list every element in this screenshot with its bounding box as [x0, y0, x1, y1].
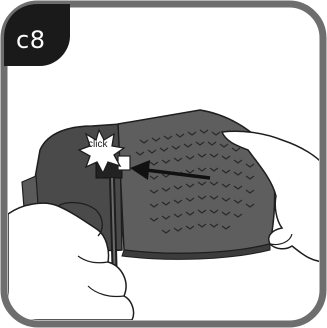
connector-latch — [118, 156, 130, 170]
click-label: click — [88, 139, 107, 150]
step-label: c8 — [16, 28, 45, 52]
